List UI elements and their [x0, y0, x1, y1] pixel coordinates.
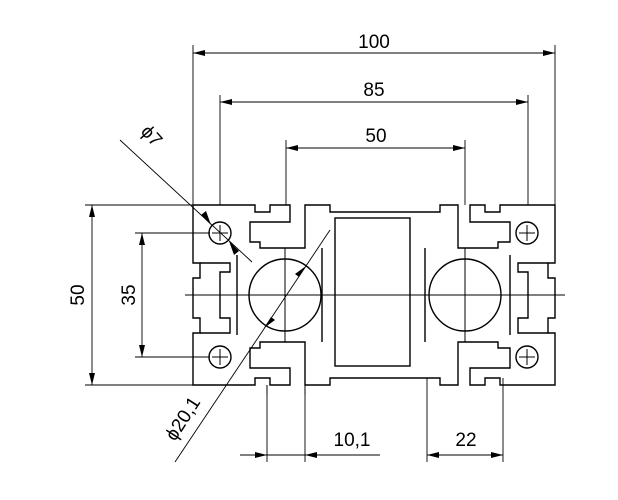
- small-hole-dia-label: ϕ7: [136, 121, 166, 151]
- dim-hole-spacing: [135, 232, 210, 358]
- bore-centerlines: [284, 248, 466, 342]
- dim-small-hole-leader: [119, 139, 253, 263]
- height-label: 50: [68, 284, 89, 305]
- dim-large-bore-leader: [174, 229, 331, 463]
- web-width-label: 10,1: [334, 430, 371, 451]
- hole-spacing-label: 35: [119, 284, 140, 305]
- dim-inner-span: [285, 140, 466, 205]
- dim-web-width: [240, 395, 380, 462]
- overall-width-label: 100: [358, 32, 390, 53]
- inner-span-label: 50: [365, 126, 386, 147]
- left-t-slot: [200, 262, 231, 334]
- dim-slot-width: [426, 378, 504, 462]
- center-cavity: [334, 217, 411, 367]
- right-t-slot: [517, 262, 548, 334]
- web-extension-lines: [266, 385, 306, 395]
- dim-height: [85, 204, 193, 386]
- slot-width-label: 22: [455, 430, 476, 451]
- dim-overall-width: [192, 45, 556, 205]
- small-hole-bottom-right: [515, 345, 539, 369]
- large-bore-dia-label: ϕ20,1: [162, 393, 206, 444]
- dim-slot-span: [219, 95, 529, 205]
- small-hole-top-right: [515, 221, 539, 245]
- slot-span-label: 85: [363, 80, 384, 101]
- profile-outline: [192, 204, 556, 386]
